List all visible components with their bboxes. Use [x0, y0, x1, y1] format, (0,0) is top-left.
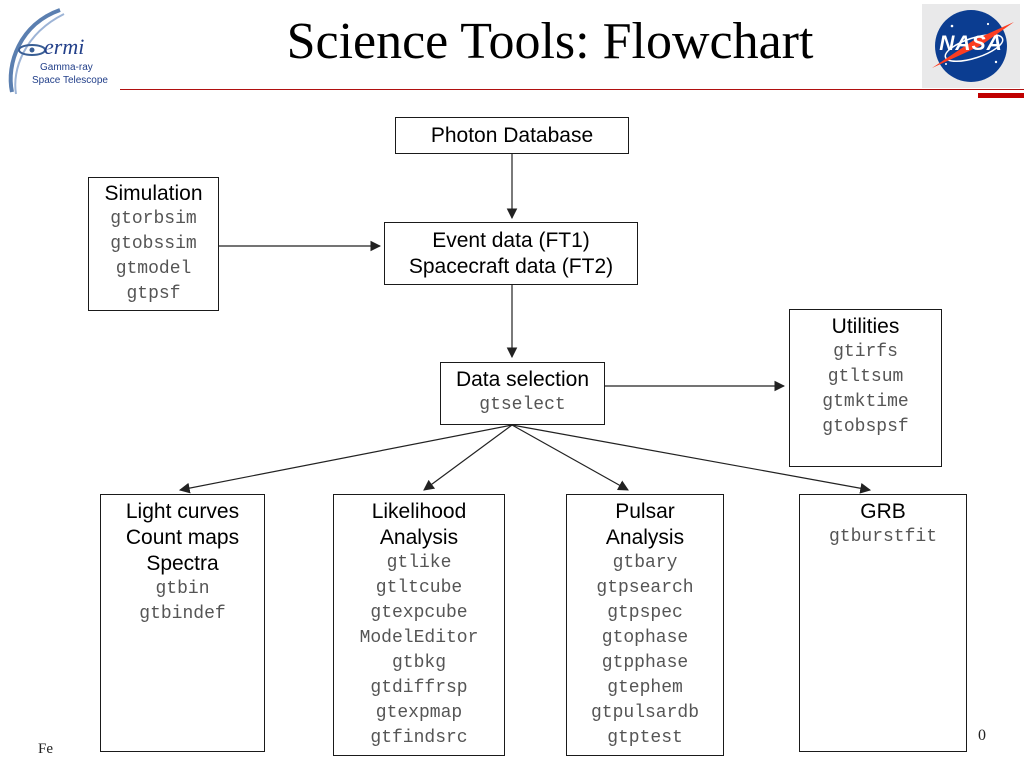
- tool-name: gtburstfit: [828, 527, 938, 547]
- arrow-selection-to-grb: [511, 424, 872, 494]
- tool-name: gtpsf: [126, 284, 181, 304]
- pulsar-box: Pulsar Analysis gtbary gtpsearch gtpspec…: [566, 494, 724, 756]
- arrow-selection-to-pulsar: [511, 424, 629, 491]
- tool-name: gtmktime: [822, 392, 909, 412]
- data-selection-box: Data selection gtselect: [440, 362, 605, 425]
- slide-number: 0: [978, 727, 986, 744]
- simulation-box: Simulation gtorbsim gtobssim gtmodel gtp…: [88, 177, 219, 311]
- tool-name: gtbary: [612, 553, 678, 573]
- fermi-subtitle-line1: Gamma-ray: [40, 62, 93, 73]
- data-selection-heading: Data selection: [455, 368, 590, 391]
- tool-name: gtpphase: [601, 653, 689, 673]
- tool-name: gtpulsardb: [590, 703, 700, 723]
- light-curves-heading: Light curves: [125, 500, 240, 523]
- arrow-selection-to-lightcurves: [178, 424, 513, 494]
- fermi-logo: ermi Gamma-ray Space Telescope: [2, 4, 118, 96]
- tool-name: gtselect: [479, 395, 566, 415]
- spacecraft-data-label: Spacecraft data (FT2): [408, 255, 614, 278]
- tool-name: gtlike: [386, 553, 452, 573]
- tool-name: gtfindsrc: [370, 728, 468, 748]
- photon-database-box: Photon Database: [395, 117, 629, 154]
- tool-name: gtmodel: [115, 259, 192, 279]
- count-maps-heading: Count maps: [125, 526, 240, 549]
- fermi-swirl-icon: [8, 8, 65, 95]
- fermi-subtitle-line2: Space Telescope: [32, 75, 108, 86]
- tool-name: gtexpcube: [370, 603, 468, 623]
- fermi-wordmark: ermi: [44, 34, 85, 59]
- tool-name: gtorbsim: [110, 209, 197, 229]
- header-rule-accent: [978, 93, 1024, 98]
- tool-name: gtbkg: [391, 653, 446, 673]
- grb-heading: GRB: [860, 500, 906, 523]
- arrow-selection-to-likelihood: [423, 424, 513, 491]
- tool-name: gtpspec: [607, 603, 683, 623]
- tool-name: gtbin: [155, 579, 210, 599]
- analysis-heading: Analysis: [605, 526, 685, 549]
- tool-name: gtptest: [607, 728, 683, 748]
- tool-name: gtbindef: [139, 604, 226, 624]
- tool-name: gtophase: [601, 628, 689, 648]
- tool-name: ModelEditor: [359, 628, 479, 648]
- tool-name: gtobspsf: [822, 417, 909, 437]
- tool-name: gtltcube: [375, 578, 463, 598]
- light-curves-box: Light curves Count maps Spectra gtbin gt…: [100, 494, 265, 752]
- tool-name: gtephem: [607, 678, 683, 698]
- photon-database-label: Photon Database: [430, 124, 594, 147]
- analysis-heading: Analysis: [379, 526, 459, 549]
- header-rule: [120, 89, 1024, 90]
- utilities-heading: Utilities: [831, 315, 900, 338]
- event-data-label: Event data (FT1): [432, 229, 590, 252]
- likelihood-heading: Likelihood: [371, 500, 467, 523]
- pulsar-heading: Pulsar: [615, 500, 675, 523]
- grb-box: GRB gtburstfit: [799, 494, 967, 752]
- nasa-logo: NASA: [922, 4, 1020, 88]
- tool-name: gtexpmap: [375, 703, 463, 723]
- event-data-box: Event data (FT1) Spacecraft data (FT2): [384, 222, 638, 285]
- nasa-logo-text: NASA: [939, 32, 1003, 55]
- tool-name: gtpsearch: [596, 578, 694, 598]
- page-title: Science Tools: Flowchart: [286, 13, 814, 70]
- tool-name: gtobssim: [110, 234, 197, 254]
- spectra-heading: Spectra: [146, 552, 219, 575]
- tool-name: gtltsum: [827, 367, 904, 387]
- tool-name: gtirfs: [833, 342, 898, 362]
- footer-text: Fe: [38, 741, 53, 757]
- simulation-heading: Simulation: [104, 182, 203, 205]
- utilities-box: Utilities gtirfs gtltsum gtmktime gtobsp…: [789, 309, 942, 467]
- likelihood-box: Likelihood Analysis gtlike gtltcube gtex…: [333, 494, 505, 756]
- tool-name: gtdiffrsp: [370, 678, 468, 698]
